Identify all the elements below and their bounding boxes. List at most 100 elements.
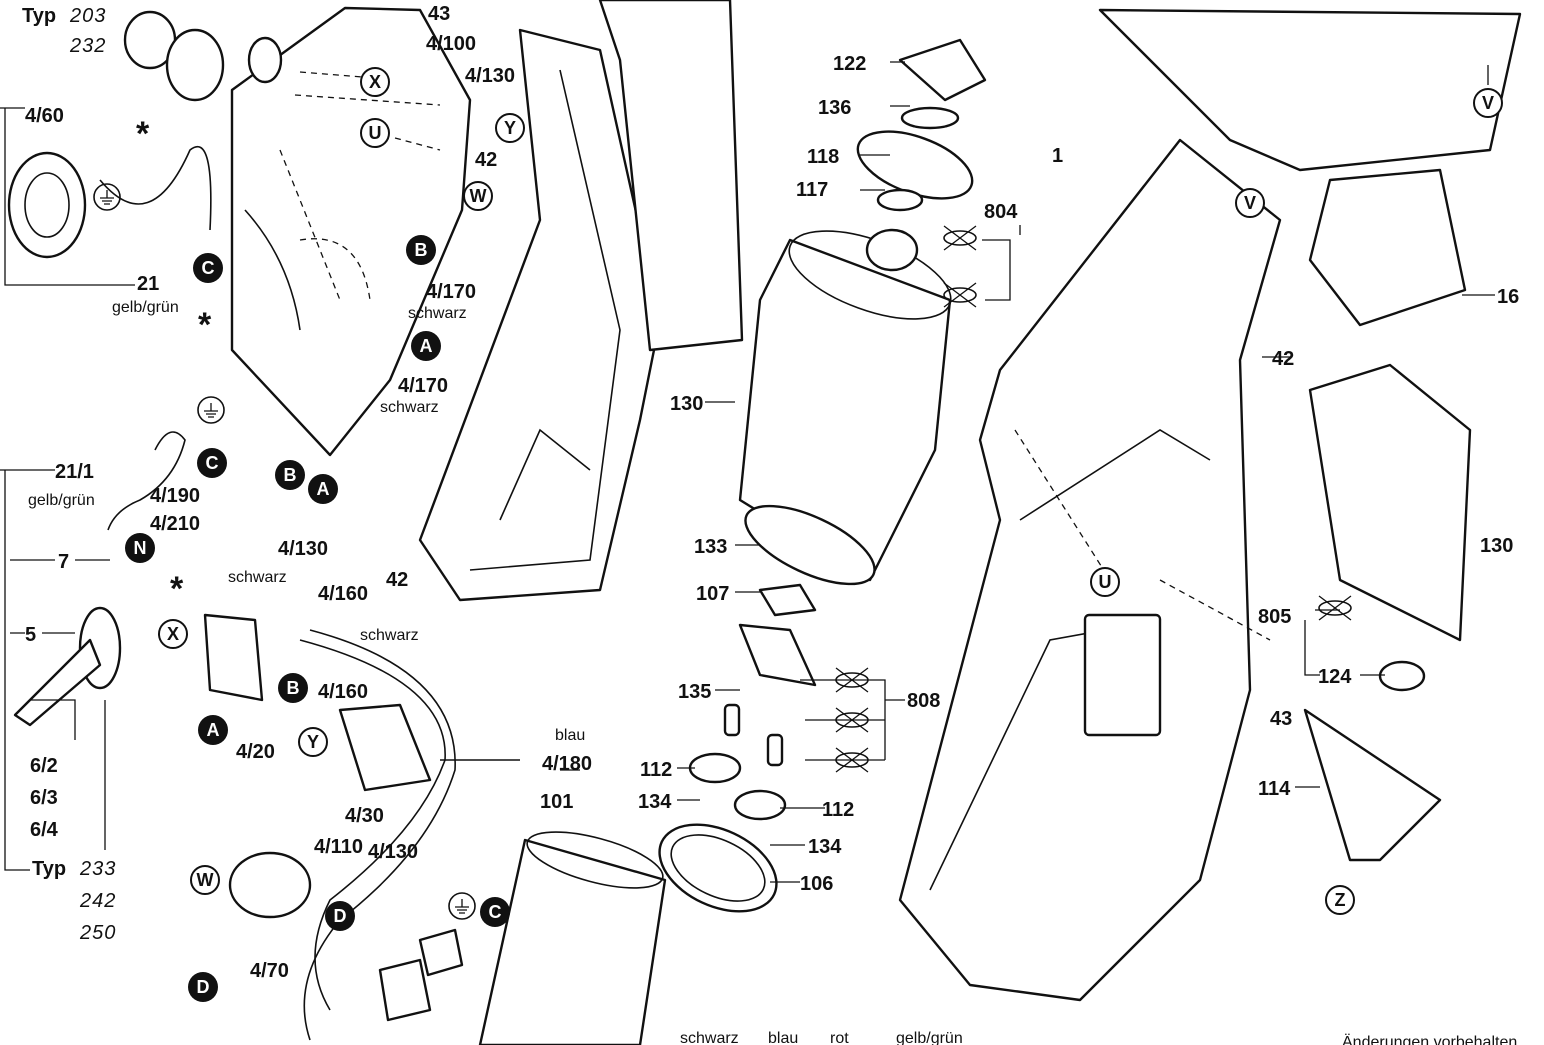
legend-item: blau: [768, 1030, 798, 1045]
asterisk-mark: *: [198, 306, 212, 344]
part-number-label: 112: [822, 799, 854, 821]
wire-labels: gelb/grün schwarz schwarz gelb/grün schw…: [28, 299, 585, 744]
pin-b: [766, 733, 784, 767]
part-124: [1378, 660, 1426, 692]
part-number-label: 804: [984, 201, 1018, 223]
part-number-label: 4/130: [278, 538, 328, 560]
funnel-body: [1308, 363, 1472, 642]
part-number-label: 4/160: [318, 681, 368, 703]
svg-text:A: A: [420, 336, 433, 356]
svg-text:D: D: [197, 977, 210, 997]
svg-text:Y: Y: [307, 732, 319, 752]
left-housing-shell: [230, 6, 472, 457]
badge-d: D: [188, 972, 218, 1002]
asterisk-mark: *: [170, 570, 184, 608]
badge-b: B: [275, 460, 305, 490]
svg-text:A: A: [207, 720, 220, 740]
part-number-label: 122: [833, 53, 866, 75]
connection-badges: X Y U W B C A C B A N X B A Y W D C D U …: [125, 67, 1503, 1002]
typ-label-top: Typ: [22, 5, 56, 27]
svg-text:V: V: [1244, 193, 1256, 213]
legend-item: schwarz: [680, 1030, 739, 1045]
typ-label-bottom: Typ: [32, 858, 66, 880]
svg-text:Z: Z: [1335, 890, 1346, 910]
part-135: [738, 623, 817, 687]
badge-a: A: [411, 331, 441, 361]
part-number-label: 4/30: [345, 805, 384, 827]
cable-21: [99, 145, 212, 231]
ground-icon: [448, 892, 476, 920]
badge-c: C: [197, 448, 227, 478]
part-number-label: 118: [807, 146, 839, 168]
typ-number: 232: [69, 35, 106, 57]
svg-text:U: U: [369, 123, 382, 143]
motor-101: [478, 838, 667, 1045]
part-number-label: 136: [818, 97, 851, 119]
svg-text:B: B: [415, 240, 428, 260]
badge-d: D: [325, 901, 355, 931]
part-number-label: 4/210: [150, 513, 200, 535]
main-housing: [898, 138, 1282, 1002]
svg-text:Y: Y: [504, 118, 516, 138]
part-number-label: 5: [25, 624, 36, 646]
badge-a: A: [308, 474, 338, 504]
part-number-label: 124: [1318, 666, 1352, 688]
badge-w: W: [190, 865, 220, 895]
badge-y: Y: [495, 113, 525, 143]
ground-icon: [93, 183, 121, 211]
typ-number: 250: [79, 922, 116, 944]
part-number-label: 805: [1258, 606, 1291, 628]
part-number-label: 1: [1052, 145, 1063, 167]
part-number-label: 117: [796, 179, 828, 201]
part-number-label: 4/180: [542, 753, 592, 775]
svg-text:C: C: [202, 258, 215, 278]
part-number-label: 130: [1480, 535, 1513, 557]
svg-text:X: X: [167, 624, 179, 644]
svg-text:X: X: [369, 72, 381, 92]
svg-text:C: C: [206, 453, 219, 473]
part-number-label: 4/160: [318, 583, 368, 605]
gear-112-b: [733, 789, 787, 821]
leader-lines: [0, 61, 1495, 883]
svg-text:N: N: [134, 538, 147, 558]
part-number-label: 4/170: [398, 375, 448, 397]
handle-housing: [418, 28, 662, 602]
part-number-label: 4/100: [426, 33, 476, 55]
wire-color-label: schwarz: [380, 399, 439, 416]
crossed-marker: [1318, 595, 1352, 621]
part-number-label: 42: [1272, 348, 1294, 370]
switch-panel: [1083, 613, 1162, 737]
wire-color-label: schwarz: [360, 627, 419, 644]
part-number-label: 134: [638, 791, 672, 813]
svg-text:U: U: [1099, 572, 1112, 592]
part-number-label: 112: [640, 759, 672, 781]
part-number-label: 808: [907, 690, 940, 712]
badge-n: N: [125, 533, 155, 563]
top-cover-plate: [1098, 8, 1522, 172]
part-number-label: 7: [58, 551, 69, 573]
part-107: [758, 583, 817, 617]
crossed-marker: [943, 282, 977, 308]
connector-block: [418, 928, 464, 977]
part-number-label: 133: [694, 536, 727, 558]
typ-number: 233: [79, 858, 116, 880]
legend-item: rot: [830, 1030, 849, 1045]
part-number-label: 43: [428, 3, 450, 25]
asterisk-mark: *: [136, 115, 150, 153]
ground-symbols: [93, 183, 476, 920]
badge-w: W: [463, 181, 493, 211]
part-number-label: 21: [137, 273, 159, 295]
part-number-label: 101: [540, 791, 573, 813]
part-number-label: 42: [386, 569, 408, 591]
badge-y: Y: [298, 727, 328, 757]
badge-x: X: [158, 619, 188, 649]
part-number-label: 4/190: [150, 485, 200, 507]
bracket-6-label: 6/4: [30, 819, 59, 841]
svg-text:B: B: [287, 678, 300, 698]
wire-color-label: schwarz: [408, 305, 467, 322]
part-number-label: 16: [1497, 286, 1519, 308]
part-16: [1308, 168, 1467, 327]
crossed-marker: [943, 225, 977, 251]
crossed-marker: [835, 747, 869, 773]
